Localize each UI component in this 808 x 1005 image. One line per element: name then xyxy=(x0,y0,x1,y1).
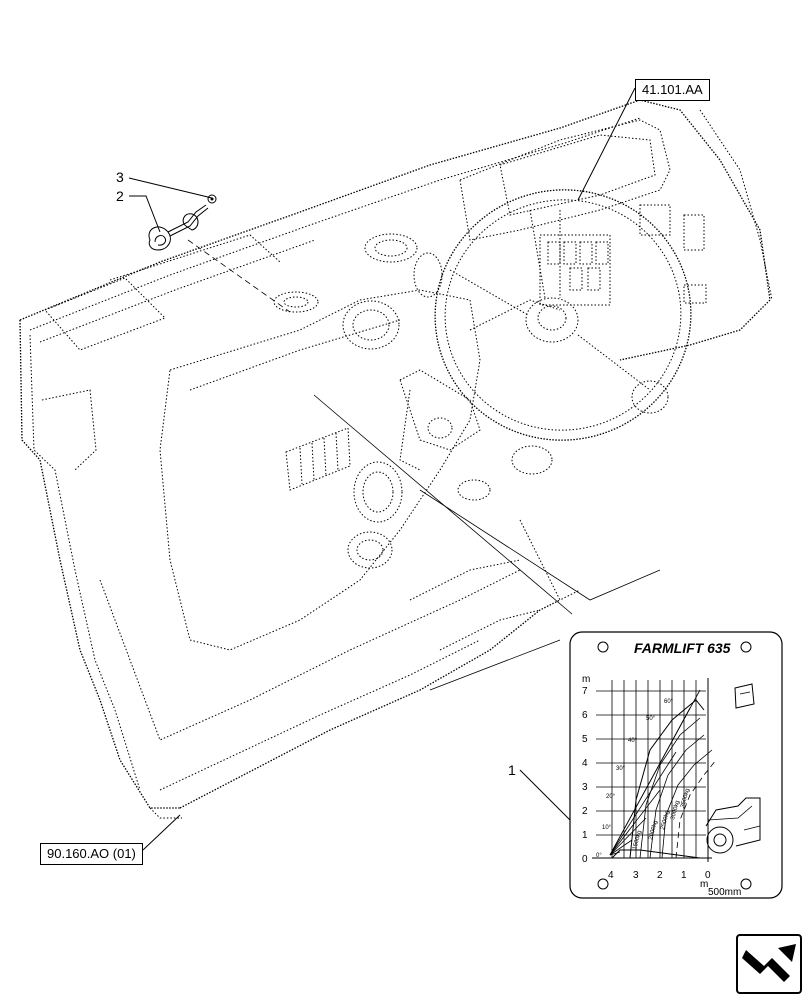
ref-link-41-101-aa[interactable]: 41.101.AA xyxy=(635,79,710,101)
angle-label-10: 10° xyxy=(602,825,612,831)
y-tick-5: 5 xyxy=(582,734,588,745)
y-tick-7: 7 xyxy=(582,686,588,697)
next-page-arrow-icon xyxy=(742,944,796,982)
y-unit-label: m xyxy=(582,674,590,685)
y-tick-2: 2 xyxy=(582,806,588,817)
y-tick-3: 3 xyxy=(582,782,588,793)
instrument-panel xyxy=(459,109,773,306)
x-tick-3: 3 xyxy=(633,870,639,881)
next-page-button[interactable] xyxy=(736,934,802,994)
load-label-3000: 3000kg xyxy=(670,800,681,821)
lynch-pin-clip xyxy=(148,194,217,251)
x-tick-1: 1 xyxy=(681,870,687,881)
steering-wheel xyxy=(434,189,692,441)
leader-lines xyxy=(128,87,661,851)
telehandler-silhouette xyxy=(705,683,761,854)
y-tick-6: 6 xyxy=(582,710,588,721)
y-tick-4: 4 xyxy=(582,758,588,769)
x-tick-4: 4 xyxy=(608,870,614,881)
x-unit-sub-label: 500mm xyxy=(708,887,741,898)
angle-label-40: 40° xyxy=(628,738,638,744)
load-chart-grid xyxy=(592,678,717,862)
angle-label-60: 60° xyxy=(664,699,674,705)
vent-grille xyxy=(285,427,351,491)
callout-1: 1 xyxy=(508,762,516,778)
boom-angle-lines xyxy=(609,689,701,856)
angle-label-0: 0° xyxy=(596,853,602,859)
y-tick-1: 1 xyxy=(582,830,588,841)
dashboard-body xyxy=(19,99,773,819)
ref-link-90-160-ao[interactable]: 90.160.AO (01) xyxy=(40,843,143,865)
load-label-2000: 2000kg xyxy=(648,820,659,841)
callout-3: 3 xyxy=(116,169,124,185)
x-tick-2: 2 xyxy=(657,870,663,881)
x-unit-label: m xyxy=(700,879,708,890)
load-label-1500: 1500kg xyxy=(632,830,643,851)
steering-column xyxy=(399,299,561,471)
load-chart-decal: m m 500mm 0 1 2 3 4 5 6 7 4 3 2 1 0 0° 1… xyxy=(569,631,783,899)
load-label-3500: 3500kg xyxy=(680,788,691,809)
angle-label-50: 50° xyxy=(646,716,656,722)
x-tick-0: 0 xyxy=(705,870,711,881)
angle-label-30: 30° xyxy=(616,766,626,772)
decal-title: FARMLIFT 635 xyxy=(634,640,731,656)
angle-label-20: 20° xyxy=(606,794,616,800)
round-vents xyxy=(273,233,553,569)
y-tick-0: 0 xyxy=(582,854,588,865)
callout-2: 2 xyxy=(116,188,124,204)
chart-labels: m m 500mm 0 1 2 3 4 5 6 7 4 3 2 1 0 0° 1… xyxy=(582,674,741,898)
load-label-2500: 2500kg xyxy=(660,810,671,831)
